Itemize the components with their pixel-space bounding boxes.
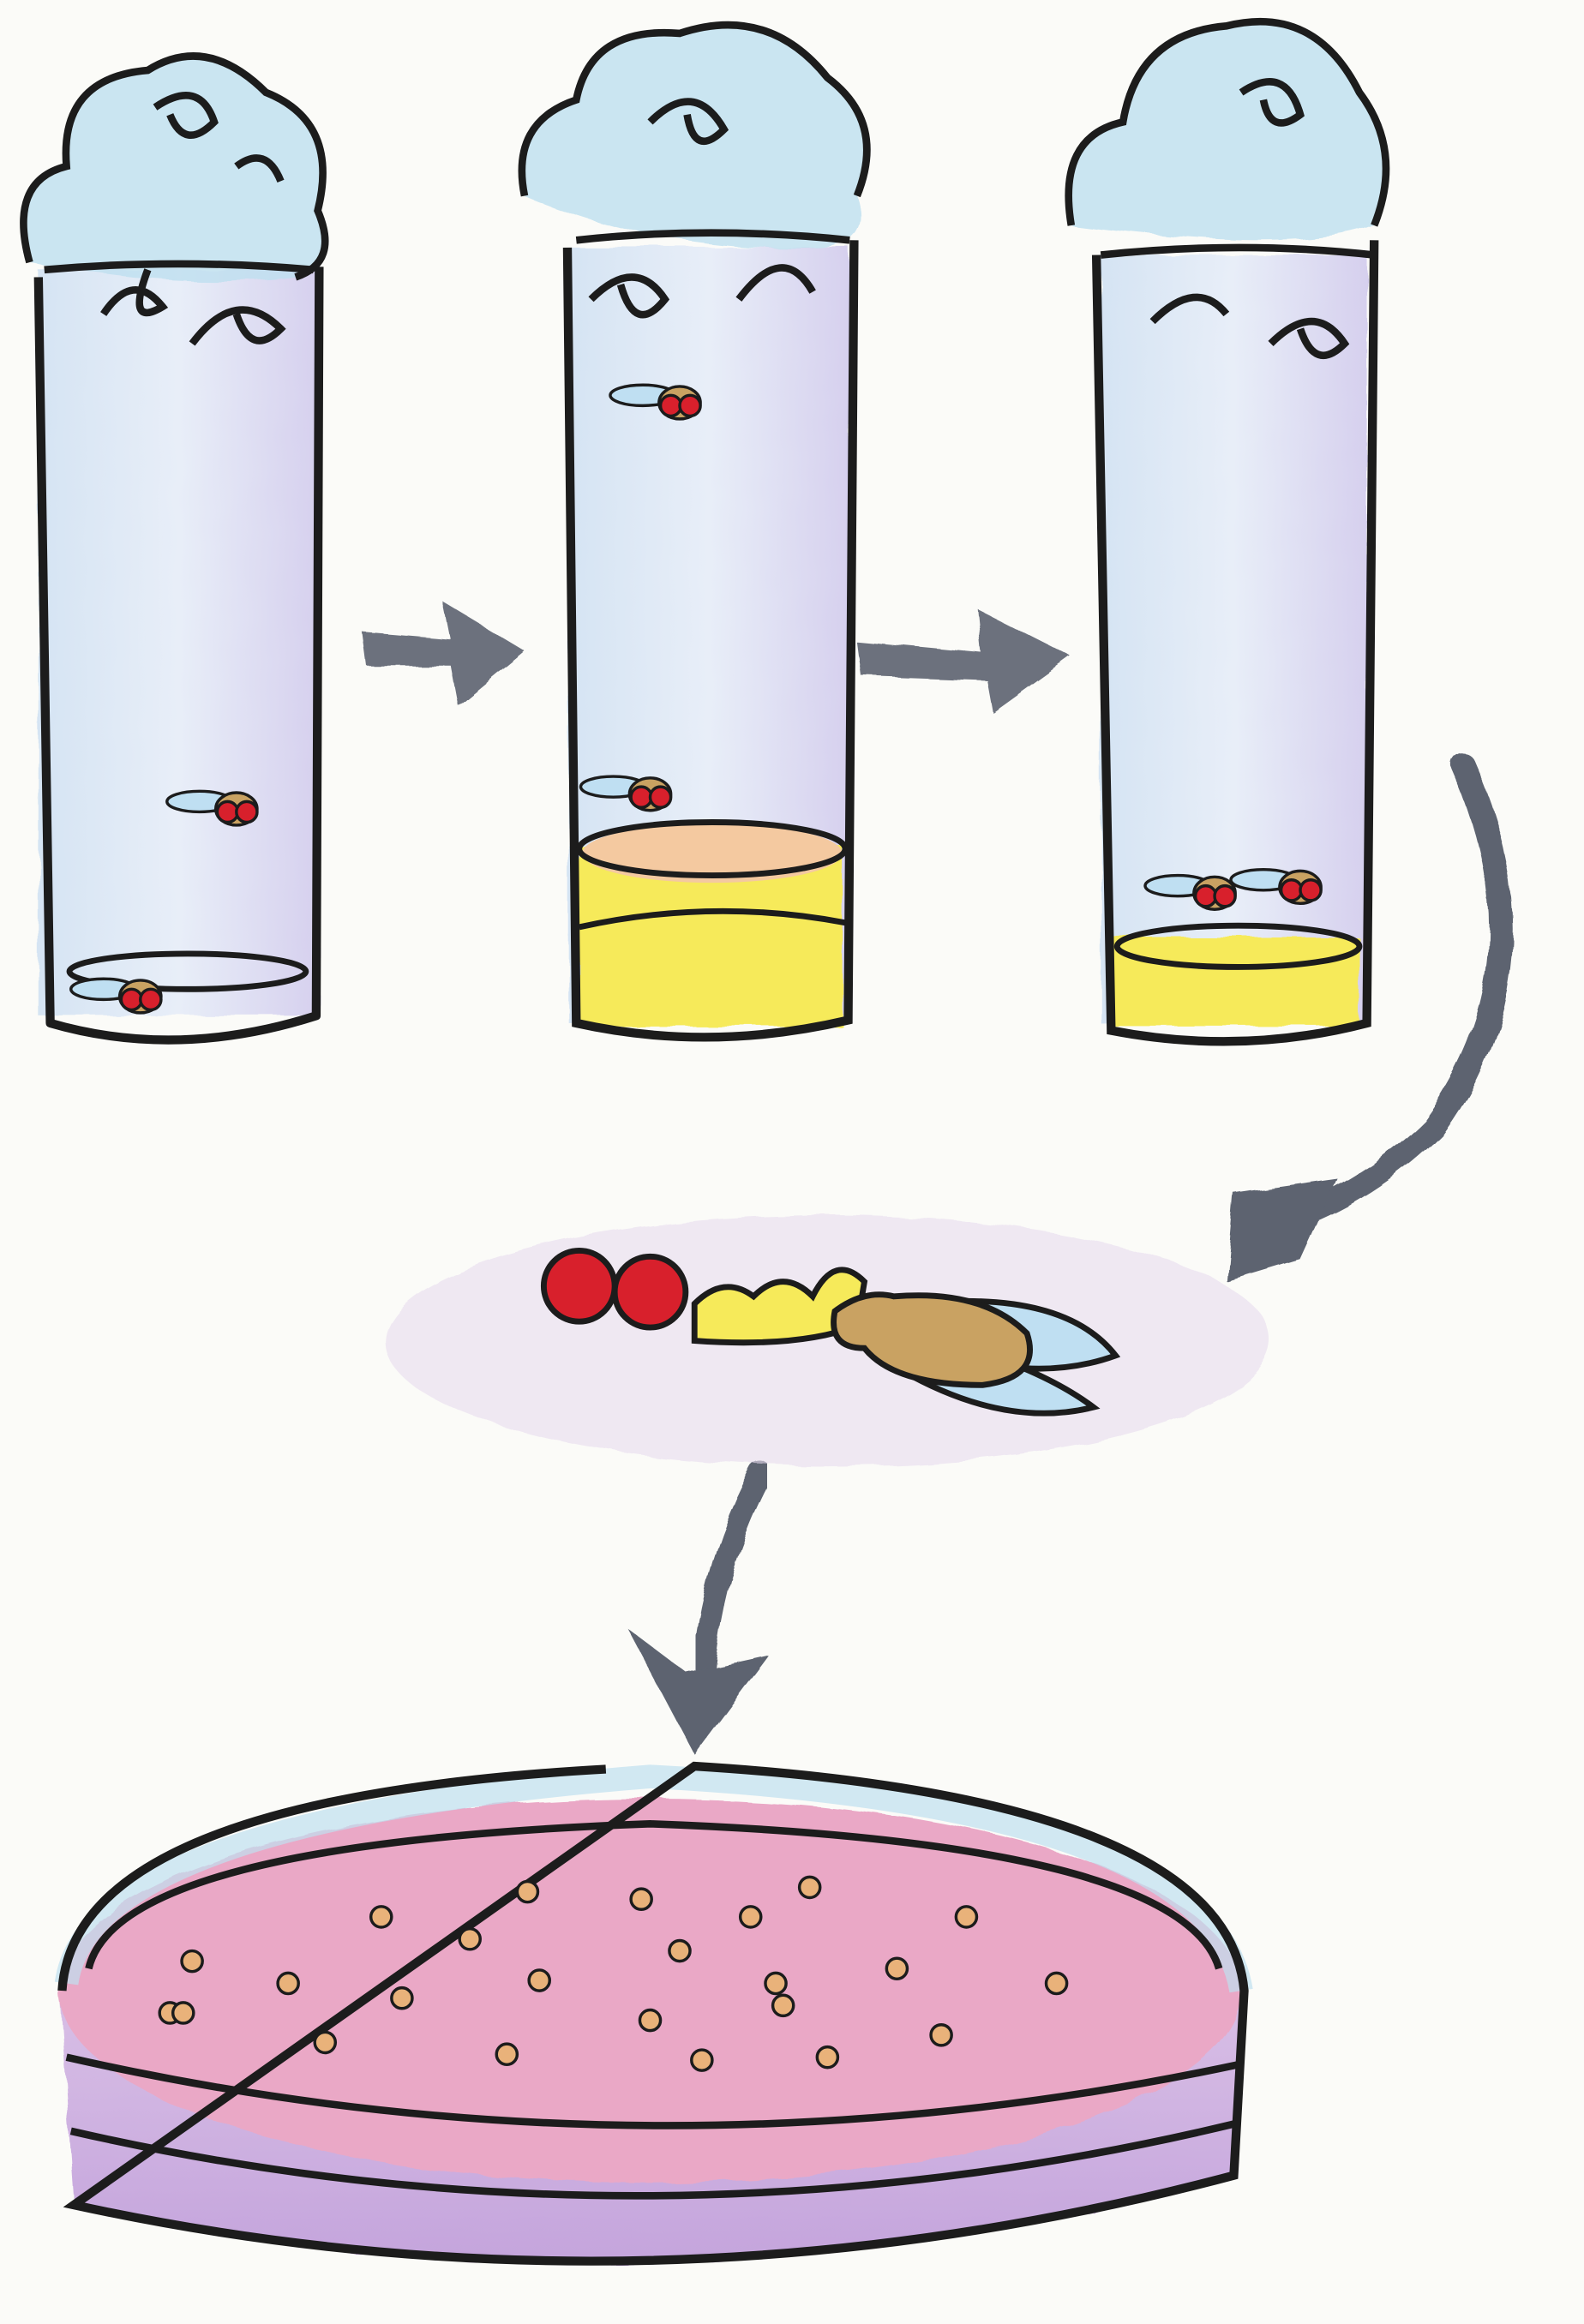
colony-icon: [276, 1971, 300, 1996]
bacterial-colonies: [158, 1875, 1069, 2072]
colony-icon: [771, 1993, 795, 2018]
colony-icon: [738, 1905, 763, 1929]
colony-icon: [629, 1887, 653, 1912]
vial-2-food: [518, 21, 871, 1042]
colony-icon: [1044, 1971, 1069, 1996]
colony-icon: [369, 1905, 393, 1929]
colony-icon: [885, 1956, 909, 1981]
colony-icon: [815, 2045, 840, 2069]
fruit-fly-icon: [609, 383, 702, 421]
cotton-plug-icon: [1065, 17, 1390, 360]
vial-1-empty: [20, 52, 329, 1045]
colony-icon: [390, 1986, 414, 2010]
colony-icon: [495, 2042, 519, 2067]
colony-icon: [638, 2008, 663, 2033]
curved-arrow-icon: [1288, 752, 1513, 1227]
flies: [69, 383, 1323, 1015]
fruit-fly-icon: [69, 977, 163, 1015]
arrow-icon: [362, 602, 1071, 713]
colony-icon: [954, 1905, 979, 1929]
colony-icon: [668, 1938, 692, 1963]
colony-icon: [764, 1971, 788, 1996]
colony-icon: [515, 1879, 540, 1904]
fruit-fly-icon: [1229, 867, 1323, 906]
colony-icon: [180, 1949, 204, 1974]
dissected-fly: [384, 1215, 1271, 1467]
fly-gut-icon: [691, 1267, 868, 1346]
colony-icon: [458, 1926, 482, 1951]
fly-body-icon: [831, 1291, 1033, 1388]
arrowhead-icon: [627, 1628, 769, 1755]
fruit-fly-icon: [165, 789, 259, 827]
colony-icon: [929, 2023, 953, 2047]
colony-icon: [313, 2030, 338, 2055]
fruit-fly-icon: [1143, 873, 1237, 911]
arrowhead-icon: [1226, 1177, 1338, 1282]
fly-eye-icon: [540, 1247, 618, 1325]
cotton-plug-icon: [518, 21, 871, 319]
petri-dish: [54, 1761, 1253, 2266]
fly-eye-icon: [611, 1253, 689, 1331]
colony-icon: [797, 1875, 822, 1900]
down-arrow-icon: [690, 1461, 773, 1700]
colony-icon: [527, 1968, 552, 1992]
cotton-plug-icon: [20, 52, 329, 346]
colony-icon: [690, 2048, 714, 2072]
colony-icon: [171, 2001, 195, 2025]
fruit-fly-icon: [579, 775, 673, 812]
